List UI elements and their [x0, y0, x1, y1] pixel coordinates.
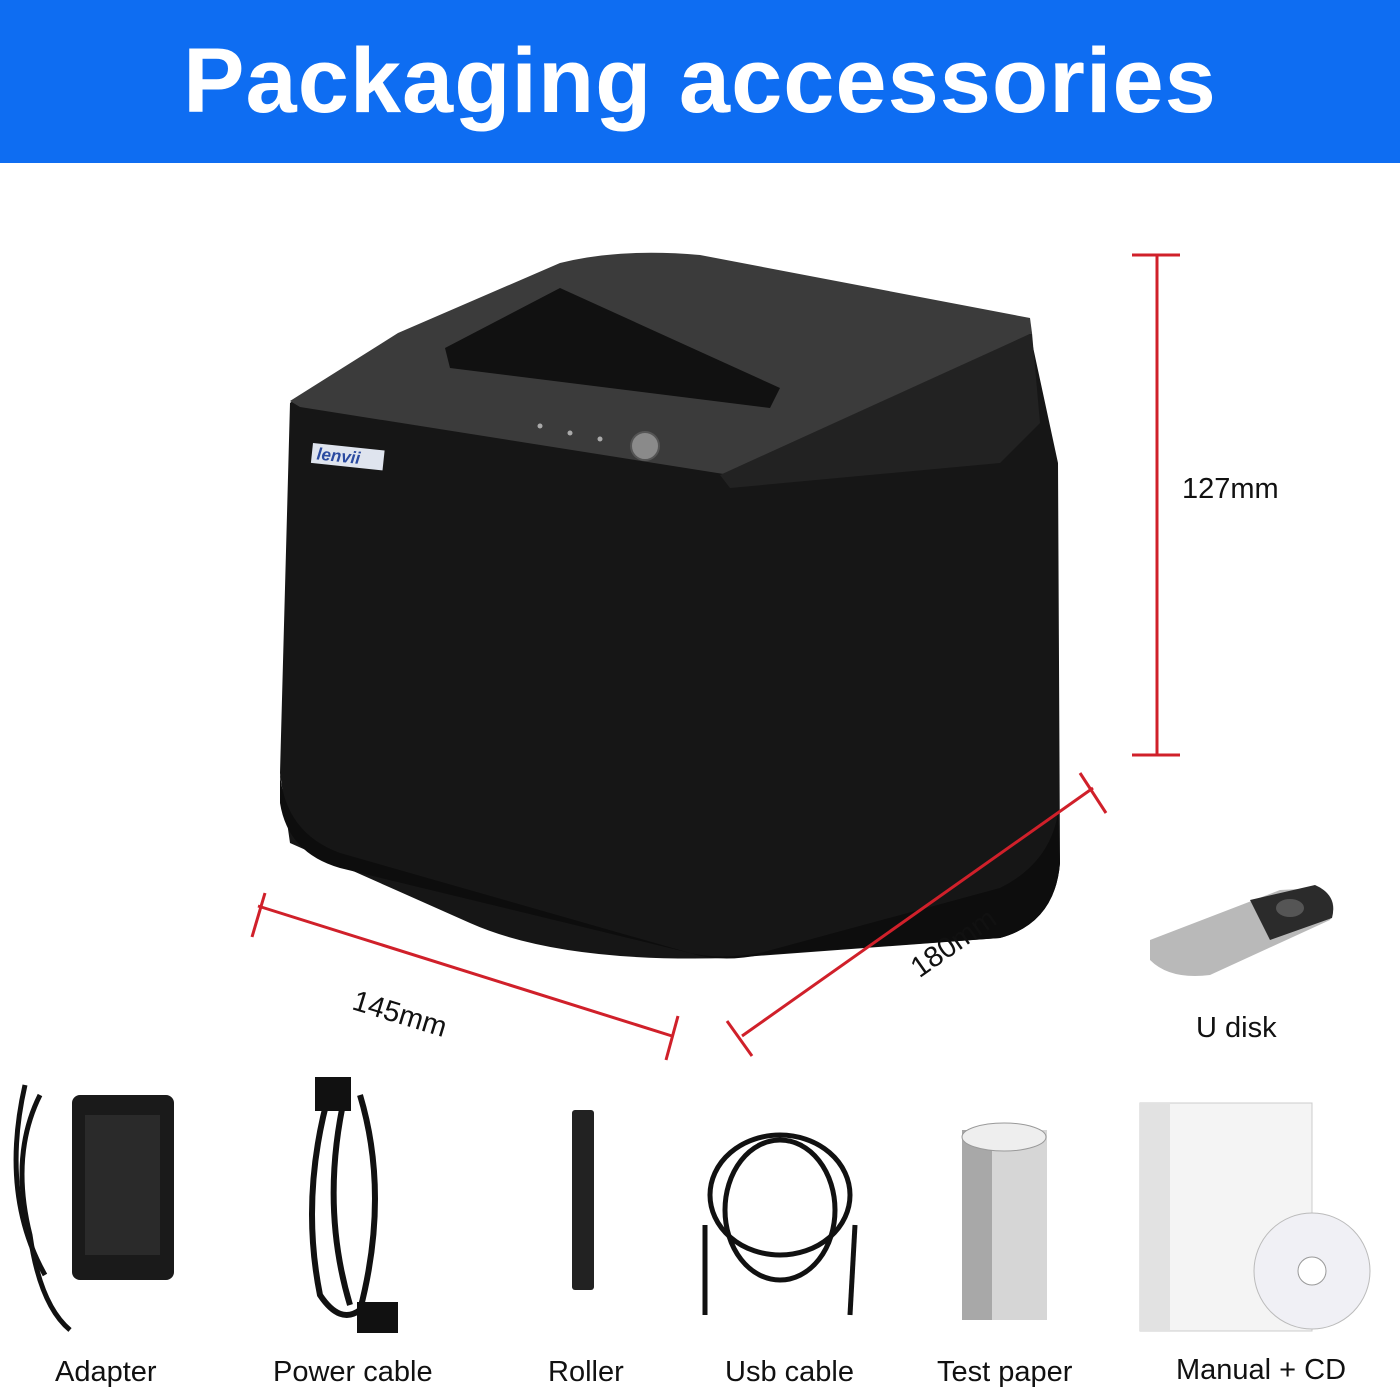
- accessory-label-test-paper: Test paper: [937, 1356, 1073, 1388]
- usb-cable-image: [702, 1132, 858, 1316]
- printer-body: [280, 333, 1060, 959]
- adapter-image: [13, 1084, 174, 1332]
- manual-cd-image: [1139, 1102, 1371, 1332]
- accessory-label-roller: Roller: [548, 1356, 624, 1388]
- paper-slot: [445, 288, 780, 408]
- accessory-label-manual-cd: Manual + CD: [1176, 1354, 1347, 1386]
- depth-dimension-line: [741, 786, 1094, 1038]
- width-dimension-line: [257, 904, 673, 1038]
- header-banner: Packaging accessories: [0, 0, 1400, 163]
- test-paper-image: [961, 1122, 1047, 1320]
- page-title: Packaging accessories: [183, 30, 1217, 132]
- power-button: [630, 431, 660, 461]
- roller-image: [572, 1110, 594, 1290]
- accessory-label-power-cable: Power cable: [273, 1356, 433, 1388]
- svg-text:lenvii: lenvii: [316, 445, 362, 469]
- printer-illustration: lenvii: [250, 252, 1180, 1061]
- accessories-images: [13, 1077, 1371, 1333]
- power-cable-image: [309, 1077, 398, 1333]
- accessory-label-adapter: Adapter: [55, 1356, 157, 1388]
- height-dimension-label: 127mm: [1182, 473, 1279, 505]
- brand-logo: lenvii: [310, 443, 385, 471]
- u-disk-image: [1150, 885, 1334, 976]
- accessory-label-usb-cable: Usb cable: [725, 1356, 854, 1388]
- accessory-label-u-disk: U disk: [1196, 1012, 1277, 1044]
